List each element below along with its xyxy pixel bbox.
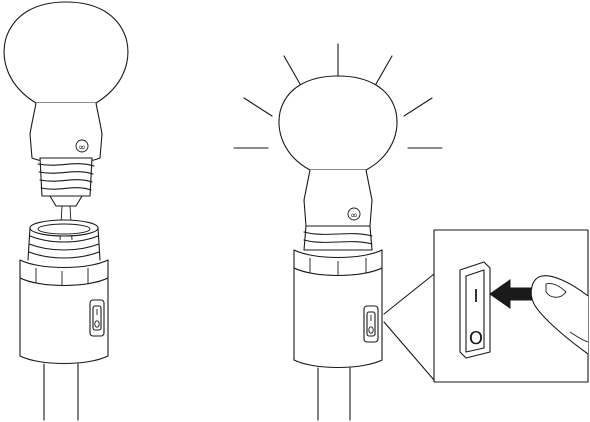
left-bulb-logo-glyph: ∞ [78,143,86,153]
switch-detail-inset: I O [433,229,589,383]
left-socket [19,219,109,421]
left-bulb-screw-base [37,157,95,207]
right-bulb-logo-glyph: ∞ [350,211,358,221]
callout-line-top [383,273,435,315]
left-bulb-off: ∞ [3,1,129,241]
left-bulb-logo-icon [75,139,89,153]
switch-off-label: O [469,328,483,349]
right-bulb-logo-icon [347,207,361,221]
right-socket-switch [363,305,379,343]
inset-rocker-switch: I O [459,261,491,359]
switch-on-label: I [473,286,478,307]
right-scene: ∞ [233,43,589,421]
left-socket-switch [89,299,105,337]
callout-line-bottom [383,321,435,381]
left-socket-body [19,277,109,365]
right-socket-body [293,267,383,369]
right-bulb-globe [278,75,398,171]
right-bulb-on: ∞ [278,75,398,251]
light-rays [233,43,443,149]
left-scene: ∞ [3,1,129,421]
finger-icon [530,275,589,355]
right-socket [293,249,383,421]
left-bulb-neck [29,102,103,139]
left-bulb-globe [3,1,129,104]
